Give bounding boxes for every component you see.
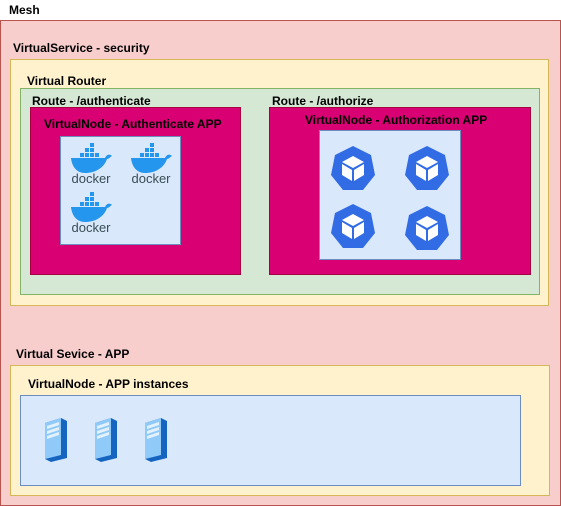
mesh-label: Mesh bbox=[9, 3, 40, 17]
server-icon bbox=[45, 418, 67, 462]
virtualnode-app-instances-label: VirtualNode - APP instances bbox=[28, 377, 189, 391]
kubernetes-cube-icon bbox=[405, 206, 449, 250]
route-authenticate-label: Route - /authenticate bbox=[32, 94, 151, 108]
kubernetes-cube-icon bbox=[331, 204, 375, 248]
server-icon bbox=[145, 418, 167, 462]
virtualnode-authorization-label: VirtualNode - Authorization APP bbox=[305, 113, 488, 127]
virtual-service-security-label: VirtualService - security bbox=[13, 41, 150, 55]
docker-icon: docker bbox=[71, 192, 112, 235]
svg-text:docker: docker bbox=[131, 171, 171, 186]
server-icon bbox=[95, 418, 117, 462]
virtual-router-label: Virtual Router bbox=[27, 74, 107, 88]
kubernetes-cube-icon bbox=[405, 146, 449, 190]
virtualnode-authenticate-label: VirtualNode - Authenticate APP bbox=[44, 117, 222, 131]
docker-icon: docker bbox=[131, 143, 172, 186]
svg-text:docker: docker bbox=[71, 171, 111, 186]
virtual-service-app-label: Virtual Sevice - APP bbox=[16, 347, 130, 361]
docker-icon: docker bbox=[71, 143, 112, 186]
svg-text:docker: docker bbox=[71, 220, 111, 235]
route-authorize-label: Route - /authorize bbox=[272, 94, 374, 108]
kubernetes-cube-icon bbox=[331, 146, 375, 190]
